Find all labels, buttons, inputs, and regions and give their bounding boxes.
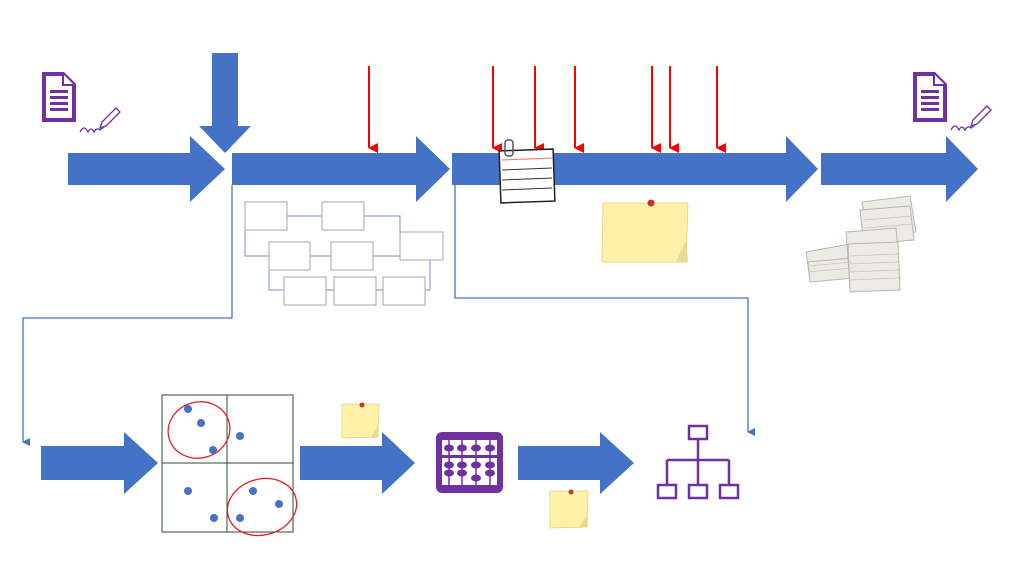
process-box xyxy=(399,231,444,261)
connector-right xyxy=(454,185,755,436)
process-box xyxy=(330,241,374,271)
red-markers xyxy=(368,66,726,153)
flow-arrow-4 xyxy=(821,136,978,202)
data-point xyxy=(209,446,217,454)
cluster-circle xyxy=(167,401,231,459)
sticky-note-icon xyxy=(601,199,689,263)
data-point xyxy=(197,419,205,427)
data-point xyxy=(210,514,218,522)
input-down-arrow xyxy=(199,53,251,153)
document-signature-icon xyxy=(913,72,992,132)
paper-stack-icon xyxy=(805,195,917,293)
data-point xyxy=(236,514,244,522)
data-point xyxy=(184,487,192,495)
flow-arrow-3 xyxy=(452,136,818,202)
sticky-note-icon xyxy=(341,402,380,439)
flow-arrow-2 xyxy=(232,136,450,202)
clipboard-note-icon xyxy=(498,139,556,204)
flow-arrow-1 xyxy=(68,136,225,202)
data-point xyxy=(249,487,257,495)
process-box xyxy=(268,241,311,271)
document-signature-icon xyxy=(42,72,121,134)
data-point xyxy=(275,500,283,508)
connector-left xyxy=(22,185,233,446)
process-box xyxy=(244,201,288,231)
process-box xyxy=(333,276,377,306)
process-box xyxy=(382,276,426,306)
data-point xyxy=(236,432,244,440)
abacus-icon xyxy=(436,432,503,493)
flow-arrow-6 xyxy=(300,432,415,494)
process-box xyxy=(283,276,327,306)
cluster-circle xyxy=(226,477,298,537)
flow-arrow-5 xyxy=(41,432,158,494)
flow-arrow-7 xyxy=(518,432,634,494)
sticky-note-icon xyxy=(549,489,589,529)
process-box xyxy=(321,201,365,231)
cluster-grid xyxy=(161,394,298,537)
data-point xyxy=(184,405,192,413)
org-chart-icon xyxy=(656,424,740,500)
box-flow-diagram xyxy=(244,201,444,306)
